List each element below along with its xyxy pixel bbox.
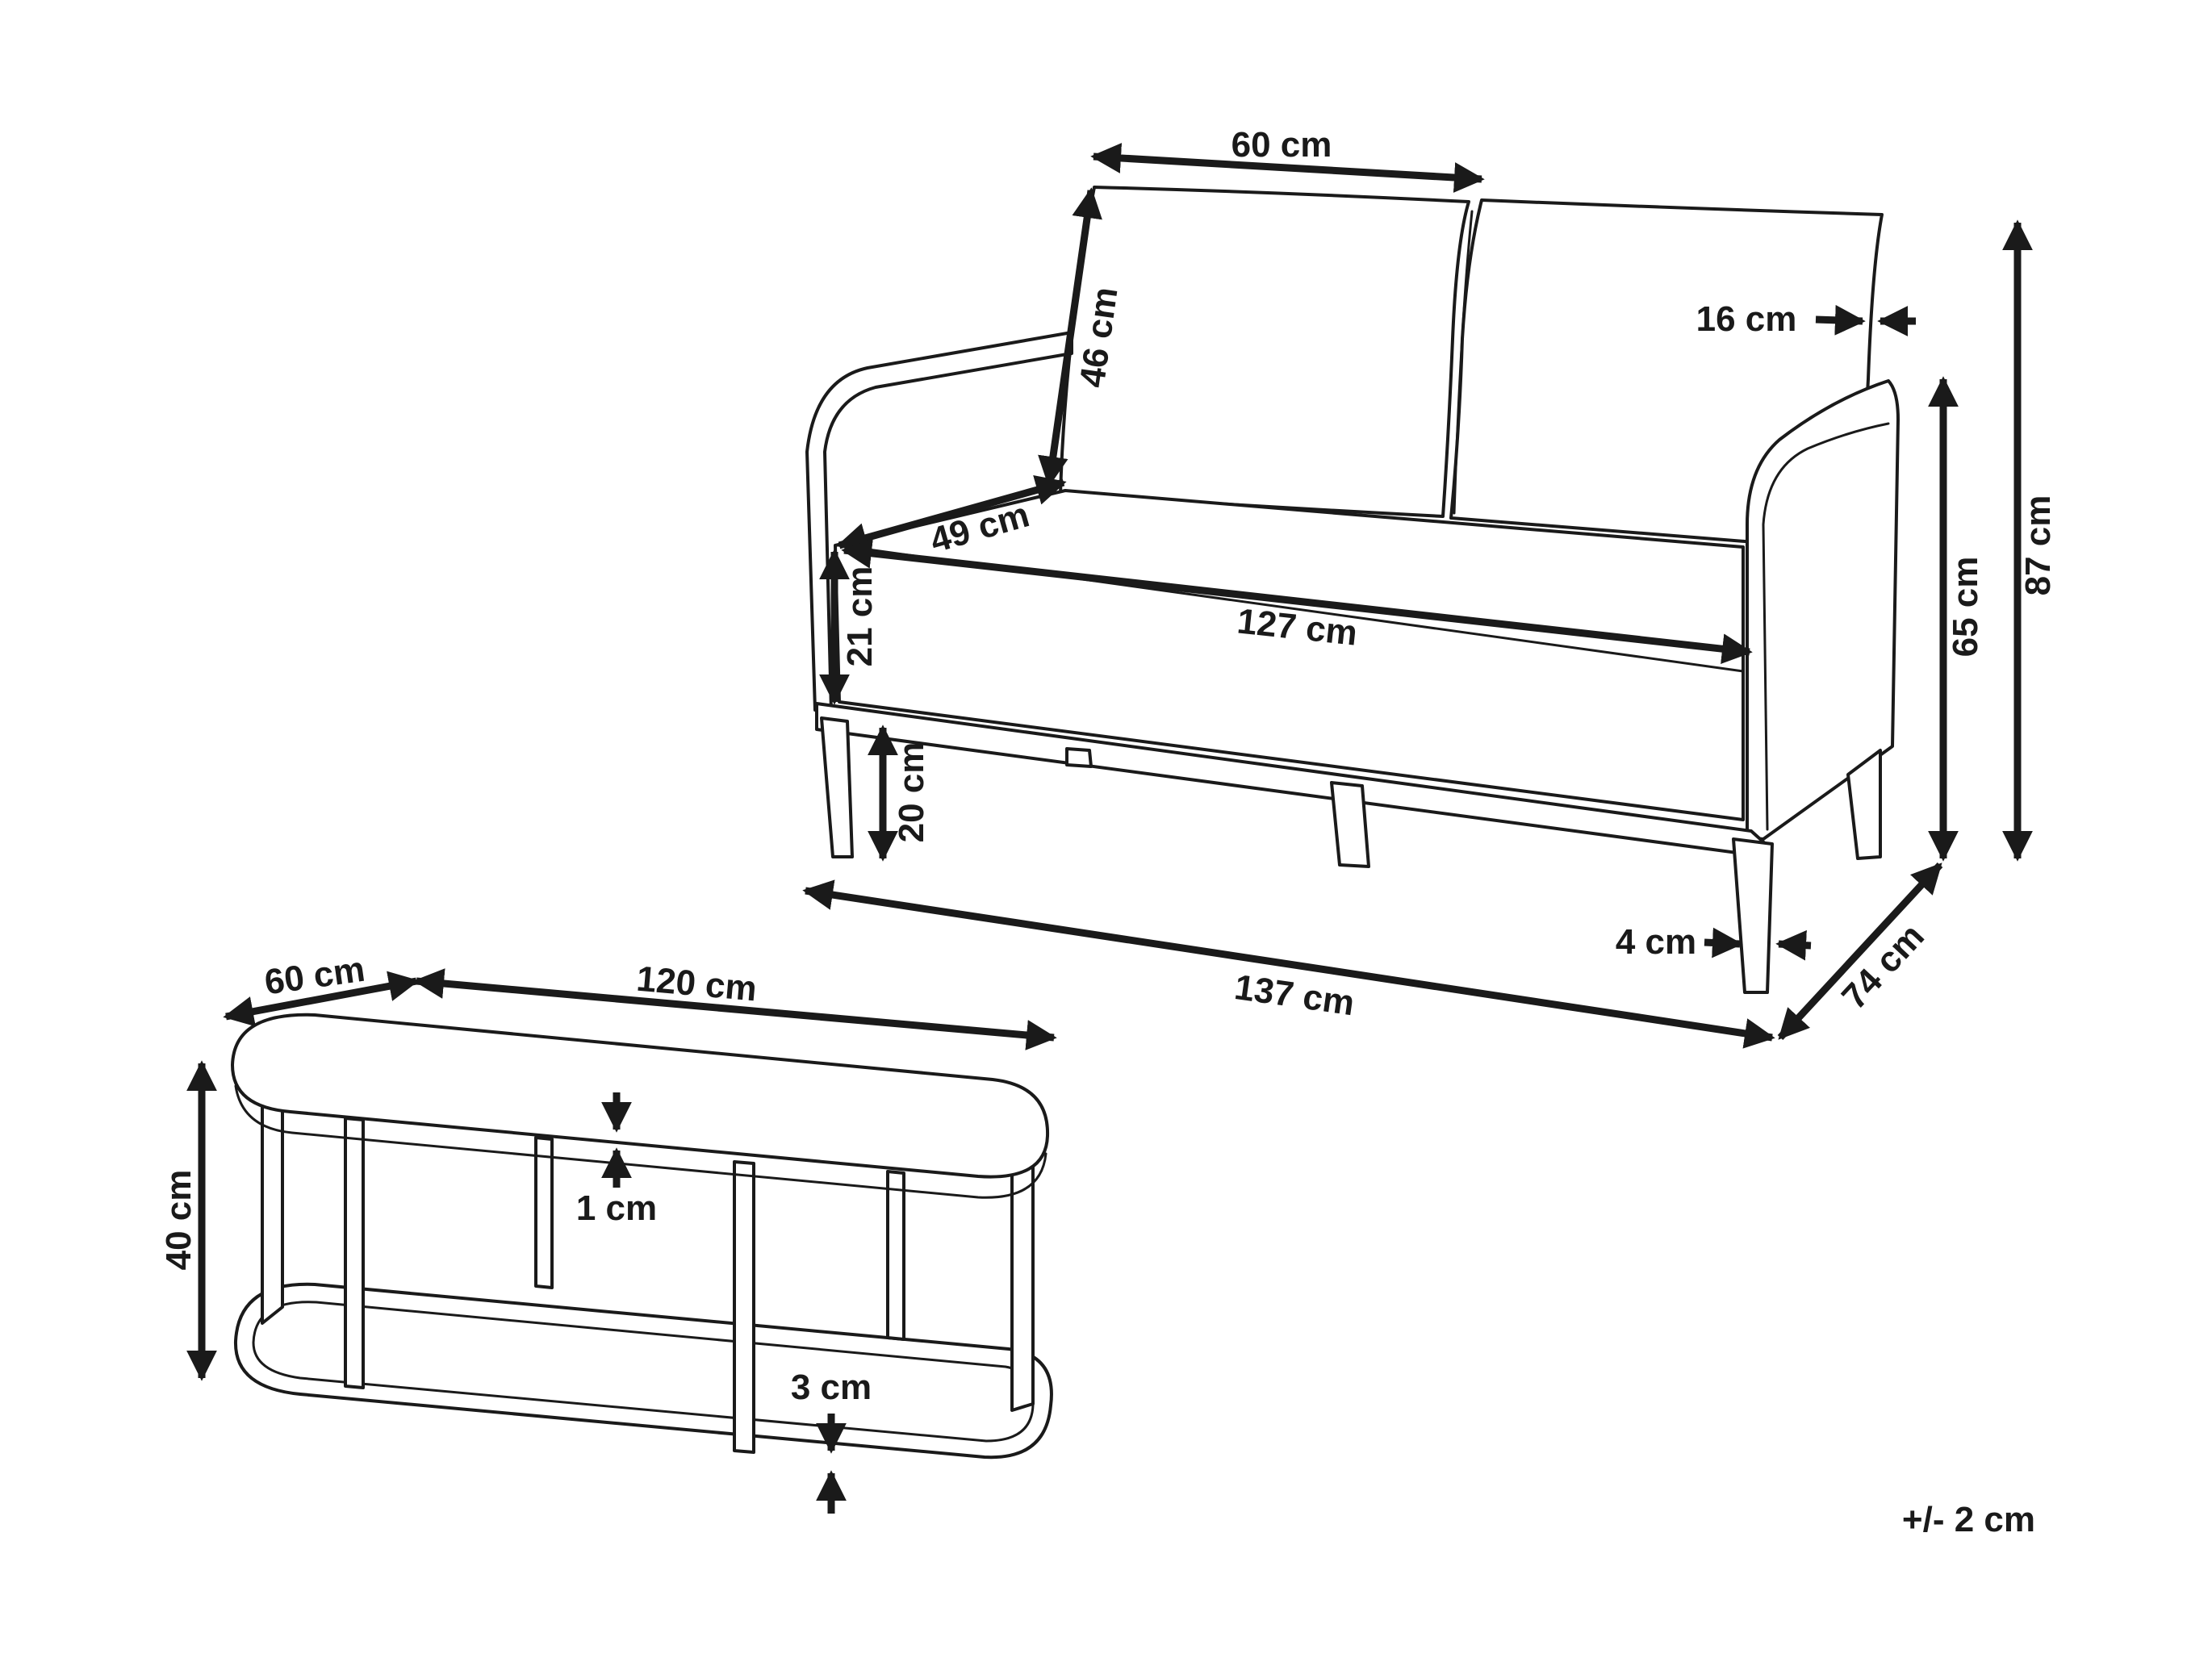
- sofa-leg-front-mid: [1330, 781, 1370, 868]
- label-cushion-thickness: 16 cm: [1696, 299, 1797, 339]
- table-base-ring: [233, 1282, 1053, 1460]
- sofa-leg-back-right: [1846, 749, 1882, 860]
- sofa-right-arm: [1746, 379, 1900, 841]
- label-total-height: 87 cm: [2018, 495, 2058, 596]
- label-total-width: 137 cm: [1232, 967, 1357, 1023]
- label-table-base-thickness: 3 cm: [791, 1368, 872, 1407]
- label-seat-height: 65 cm: [1946, 557, 1985, 658]
- label-table-height: 40 cm: [159, 1170, 199, 1271]
- table-top: [231, 1013, 1050, 1179]
- label-leg-height: 20 cm: [892, 742, 931, 843]
- back-cushion-left: [1059, 186, 1470, 518]
- label-leg-width: 4 cm: [1616, 922, 1696, 962]
- sofa-leg-front-right: [1732, 837, 1774, 994]
- tolerance-note: +/- 2 cm: [1902, 1500, 2035, 1539]
- sofa-leg-mid-left: [1065, 747, 1093, 768]
- label-cushion-width: 60 cm: [1231, 125, 1332, 165]
- dimension-arrows: [186, 143, 2033, 1514]
- label-seat-cushion-height: 21 cm: [840, 566, 880, 667]
- coffee-table: [231, 1013, 1053, 1460]
- label-table-top-thickness: 1 cm: [576, 1188, 657, 1228]
- sofa-leg-front-left: [820, 716, 854, 858]
